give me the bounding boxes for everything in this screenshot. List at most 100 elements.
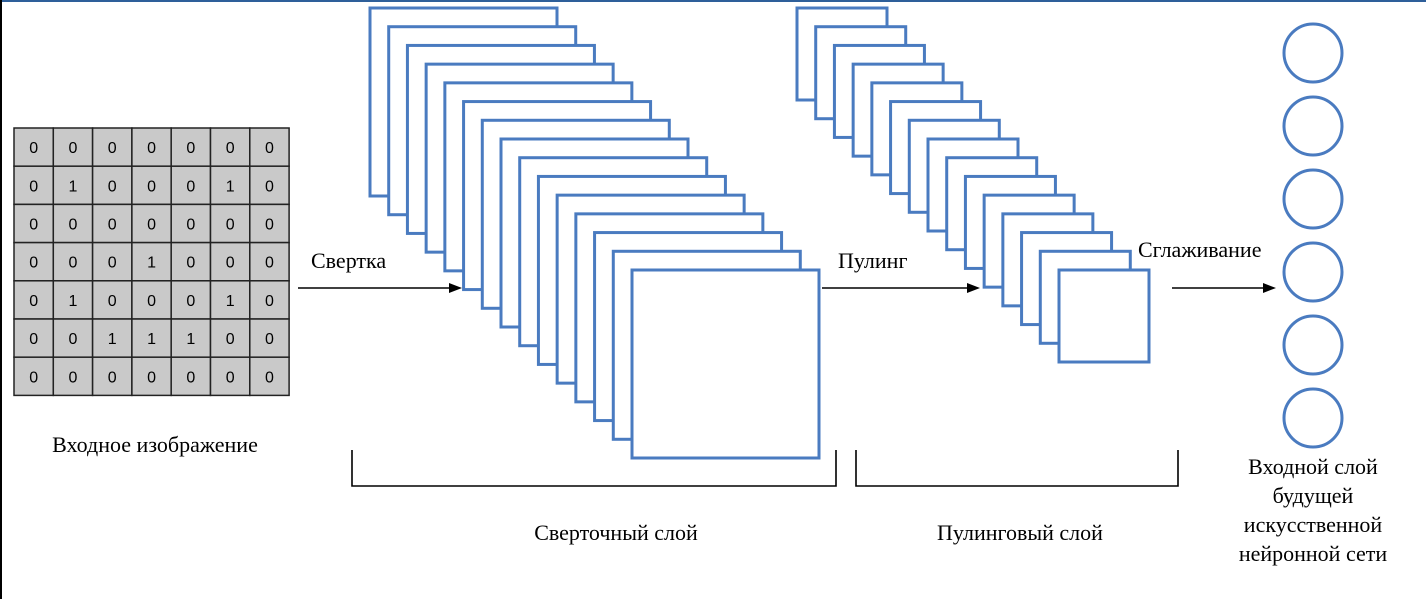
- matrix-cell-value: 0: [265, 331, 274, 348]
- neuron: [1282, 95, 1344, 157]
- matrix-cell-value: 0: [265, 140, 274, 157]
- matrix-cell-value: 1: [147, 331, 156, 348]
- matrix-cell-value: 0: [29, 331, 38, 348]
- matrix-cell-value: 1: [108, 331, 117, 348]
- matrix-cell: [13, 241, 55, 282]
- pool-layer-bracket: [855, 450, 1179, 487]
- matrix-cell: [91, 318, 133, 358]
- matrix-cell: [209, 241, 251, 282]
- matrix-cell: [249, 280, 290, 320]
- matrix-cell-value: 0: [265, 217, 274, 234]
- matrix-cell-value: 0: [108, 217, 117, 234]
- matrix-cell: [52, 280, 94, 320]
- matrix-cell-value: 0: [29, 255, 38, 272]
- conv-layer-bracket: [351, 450, 837, 487]
- matrix-cell: [170, 280, 212, 320]
- matrix-cell: [249, 127, 290, 167]
- matrix-cell-value: 0: [186, 255, 195, 272]
- conv-feature-maps: [368, 6, 821, 460]
- matrix-cell: [209, 318, 251, 358]
- pool-feature-maps: [795, 6, 1151, 364]
- matrix-cell-value: 0: [68, 369, 77, 386]
- matrix-cell-value: 0: [147, 369, 156, 386]
- matrix-cell-value: 1: [186, 331, 195, 348]
- matrix-cell: [91, 127, 133, 167]
- convolution-arrowhead: [449, 283, 462, 293]
- output-label-line-3: искусственной: [1244, 512, 1383, 537]
- matrix-cell: [249, 165, 290, 206]
- matrix-cell-value: 0: [147, 178, 156, 195]
- output-layer-label: Входной слой будущей искусственной нейро…: [1239, 454, 1388, 566]
- flattening-label: Сглаживание: [1138, 237, 1261, 262]
- matrix-cell-value: 0: [108, 255, 117, 272]
- matrix-cell-value: 0: [265, 369, 274, 386]
- matrix-cell-value: 0: [108, 140, 117, 157]
- matrix-cell: [209, 356, 251, 397]
- matrix-cell-value: 0: [29, 140, 38, 157]
- matrix-cell-value: 0: [108, 293, 117, 310]
- matrix-cell: [91, 356, 133, 397]
- conv-layer-label: Сверточный слой: [534, 520, 698, 545]
- matrix-cell-value: 0: [226, 255, 235, 272]
- matrix-cell-value: 0: [29, 217, 38, 234]
- pooling-label: Пулинг: [838, 248, 907, 273]
- matrix-cell-value: 0: [186, 293, 195, 310]
- matrix-cell-value: 0: [147, 293, 156, 310]
- matrix-cell-value: 0: [186, 217, 195, 234]
- matrix-cell-value: 0: [186, 140, 195, 157]
- matrix-cell-value: 1: [68, 178, 77, 195]
- matrix-cell: [131, 356, 172, 397]
- flattening-arrowhead: [1263, 283, 1276, 293]
- neuron: [1282, 241, 1344, 303]
- matrix-cell: [170, 241, 212, 282]
- convolution-label: Свертка: [311, 248, 386, 273]
- pooling-arrowhead: [967, 283, 980, 293]
- matrix-cell: [249, 356, 290, 397]
- matrix-cell: [249, 203, 290, 244]
- matrix-cell-value: 0: [265, 293, 274, 310]
- matrix-cell-value: 0: [68, 217, 77, 234]
- output-neurons: [1282, 22, 1344, 449]
- neuron: [1282, 168, 1344, 230]
- matrix-cell: [52, 356, 94, 397]
- matrix-cell: [209, 127, 251, 167]
- matrix-cell: [91, 280, 133, 320]
- matrix-cell-value: 0: [186, 369, 195, 386]
- matrix-cell-value: 0: [226, 331, 235, 348]
- matrix-cell: [52, 241, 94, 282]
- matrix-cell-value: 0: [265, 255, 274, 272]
- matrix-cell-value: 0: [68, 255, 77, 272]
- matrix-cell-value: 0: [147, 217, 156, 234]
- output-label-line-2: будущей: [1273, 483, 1354, 508]
- conv-feature-map: [630, 268, 821, 460]
- matrix-cell-value: 1: [68, 293, 77, 310]
- matrix-cell: [131, 127, 172, 167]
- matrix-cell: [209, 203, 251, 244]
- matrix-cell: [91, 241, 133, 282]
- input-image-label: Входное изображение: [52, 432, 258, 457]
- matrix-cell-value: 0: [29, 178, 38, 195]
- matrix-cell-value: 0: [68, 140, 77, 157]
- matrix-cell-value: 0: [226, 369, 235, 386]
- pool-feature-map: [1057, 268, 1151, 364]
- matrix-cell-value: 0: [226, 217, 235, 234]
- matrix-cell-value: 0: [29, 293, 38, 310]
- matrix-cell-value: 0: [186, 178, 195, 195]
- matrix-cell: [13, 318, 55, 358]
- matrix-cell-value: 0: [265, 178, 274, 195]
- matrix-cell-value: 0: [68, 331, 77, 348]
- output-label-line-4: нейронной сети: [1239, 541, 1388, 566]
- neuron: [1282, 314, 1344, 376]
- matrix-cell-value: 0: [226, 140, 235, 157]
- pool-layer-label: Пулинговый слой: [937, 520, 1103, 545]
- matrix-cell-value: 1: [226, 178, 235, 195]
- matrix-cell-value: 0: [29, 369, 38, 386]
- neuron: [1282, 22, 1344, 84]
- matrix-cell-value: 1: [226, 293, 235, 310]
- matrix-cell-value: 0: [108, 178, 117, 195]
- matrix-cell-value: 0: [147, 140, 156, 157]
- matrix-cell-value: 0: [108, 369, 117, 386]
- matrix-cell: [13, 203, 55, 244]
